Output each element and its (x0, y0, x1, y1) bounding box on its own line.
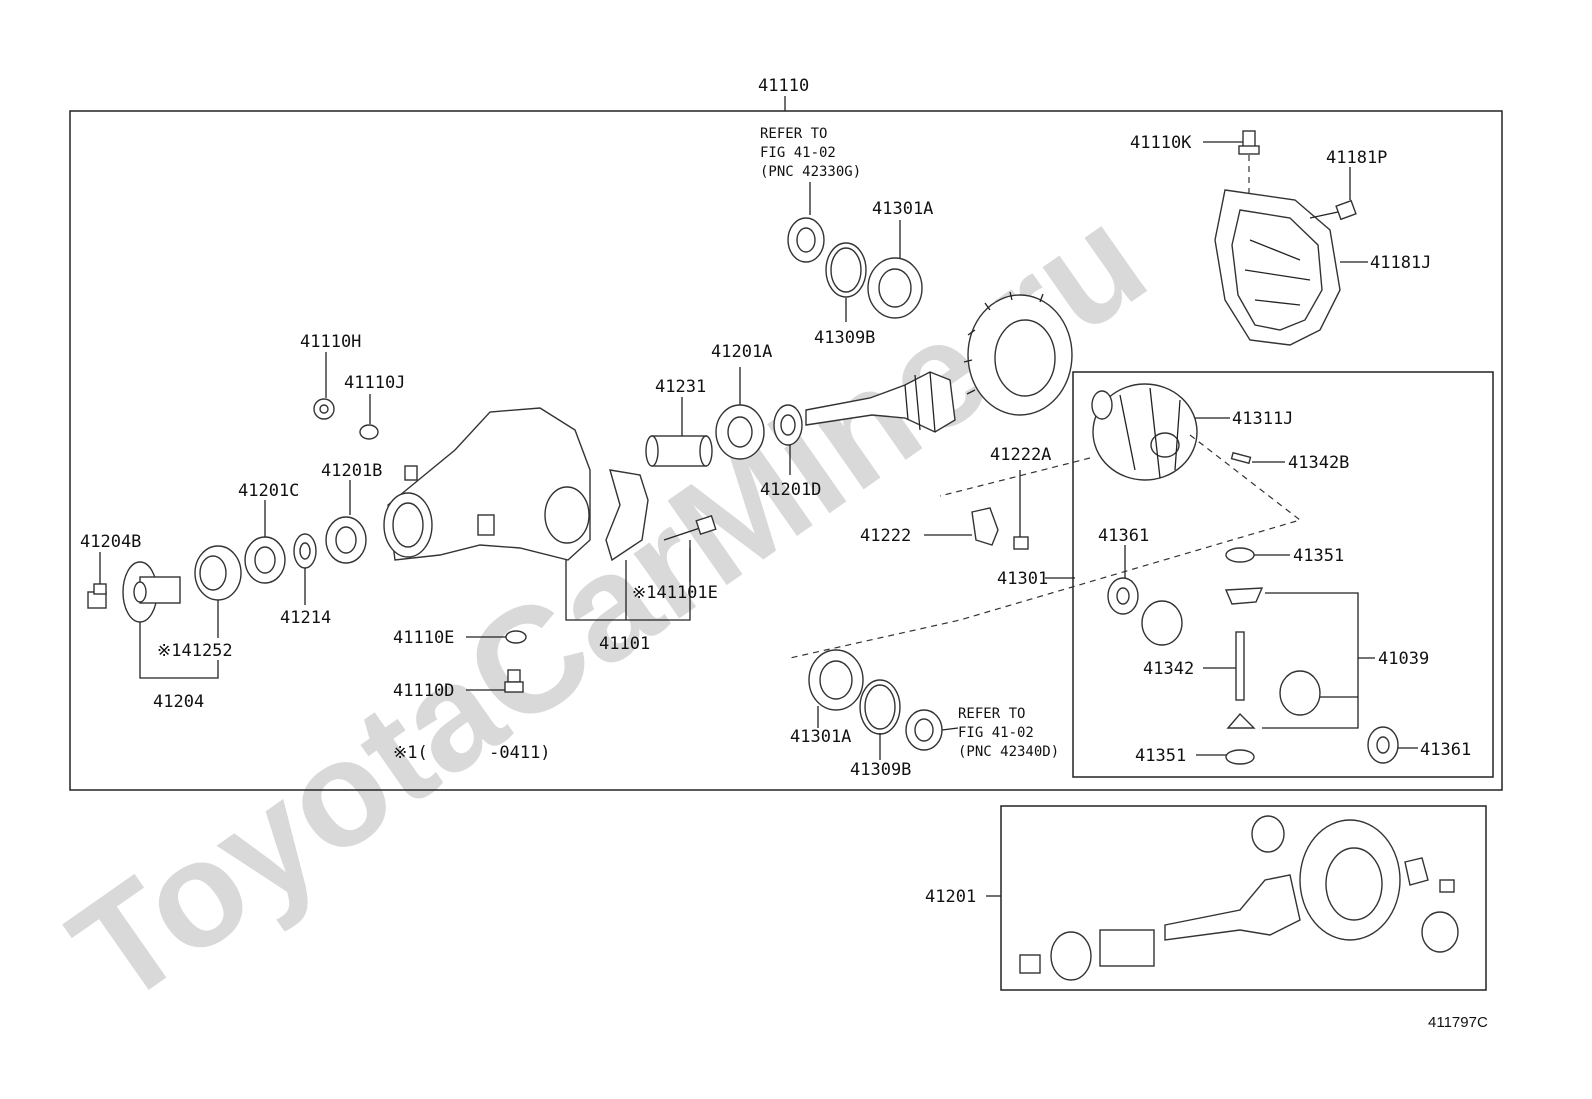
label-41204B: 41204B (80, 532, 141, 552)
part-41110E-gasket[interactable] (505, 630, 527, 644)
label-41201A: 41201A (711, 342, 772, 362)
label-41101E: ※141101E (632, 583, 718, 603)
part-41204-flange[interactable] (122, 561, 181, 623)
label-41342B: 41342B (1288, 453, 1349, 473)
diagram-code: 411797C (1428, 1014, 1488, 1031)
part-41110-carrier-housing[interactable] (383, 407, 591, 561)
label-41101: 41101 (599, 634, 650, 654)
label-41201C: 41201C (238, 481, 299, 501)
label-41201D: 41201D (760, 480, 821, 500)
label-41201: 41201 (925, 887, 976, 907)
part-drive-pinion[interactable] (805, 371, 956, 433)
part-41222-lock-plate[interactable] (971, 507, 999, 546)
label-41252: ※141252 (157, 641, 233, 661)
part-41301A-top[interactable] (867, 257, 923, 319)
part-side-gear-right[interactable] (1279, 670, 1321, 716)
part-41301A-bottom[interactable] (808, 649, 864, 711)
refer-bottom-line-2: FIG 41-02 (958, 725, 1034, 741)
differential-case-subframe (1072, 371, 1494, 778)
part-41101-bearing-cap[interactable] (605, 469, 649, 562)
label-41204: 41204 (153, 692, 204, 712)
label-41110K: 41110K (1130, 133, 1192, 153)
part-41222A-bolt[interactable] (1013, 536, 1029, 550)
gear-kit-frame (1000, 805, 1487, 991)
label-41351-bottom: 41351 (1135, 746, 1186, 766)
part-41110H-plug[interactable] (313, 398, 335, 420)
part-41361-thrust-washer-top[interactable] (1107, 577, 1139, 615)
refer-top-line-1: REFER TO (760, 126, 827, 142)
label-41361-top: 41361 (1098, 526, 1149, 546)
label-41222: 41222 (860, 526, 911, 546)
part-41351-washer-bottom[interactable] (1225, 749, 1255, 765)
refer-bottom-line-3: (PNC 42340D) (958, 744, 1059, 760)
label-41110E: 41110E (393, 628, 454, 648)
part-41204B-nut[interactable] (87, 583, 107, 609)
refer-bottom-line-1: REFER TO (958, 706, 1025, 722)
part-41214-washer[interactable] (293, 533, 317, 569)
label-41361-bottom: 41361 (1420, 740, 1471, 760)
label-41181J: 41181J (1370, 253, 1431, 273)
part-41201D-spacer[interactable] (773, 404, 803, 446)
main-assembly-frame (69, 110, 1503, 791)
label-41039: 41039 (1378, 649, 1429, 669)
label-41110J: 41110J (344, 373, 405, 393)
footnote: ※1( -0411) (393, 743, 551, 763)
part-pinion-gear-top[interactable] (1224, 587, 1264, 605)
part-41201-gear-kit[interactable] (1019, 815, 1459, 981)
label-41301: 41301 (997, 569, 1048, 589)
refer-top-line-3: (PNC 42330G) (760, 164, 861, 180)
label-41110H: 41110H (300, 332, 361, 352)
part-41231-spacer[interactable] (645, 435, 713, 467)
label-41181P: 41181P (1326, 148, 1387, 168)
label-41301A-bottom: 41301A (790, 727, 851, 747)
part-41201B-bearing[interactable] (325, 516, 367, 564)
part-41181J-cover[interactable] (1214, 189, 1341, 346)
label-41311J: 41311J (1232, 409, 1293, 429)
part-41309B-bottom[interactable] (859, 679, 901, 735)
part-41351-washer-top[interactable] (1225, 547, 1255, 563)
part-41342-shaft[interactable] (1235, 631, 1245, 701)
label-41110: 41110 (758, 76, 809, 96)
refer-top-line-2: FIG 41-02 (760, 145, 836, 161)
label-41110D: 41110D (393, 681, 454, 701)
part-41110D-plug[interactable] (504, 669, 524, 693)
label-41351-top: 41351 (1293, 546, 1344, 566)
part-41110J-gasket[interactable] (359, 424, 379, 440)
part-41309B-top[interactable] (825, 242, 867, 298)
label-41231: 41231 (655, 377, 706, 397)
label-41301A-top: 41301A (872, 199, 933, 219)
part-41361-thrust-washer-bottom[interactable] (1367, 726, 1399, 764)
part-41342B-pin[interactable] (1230, 451, 1252, 465)
part-41181P-bolt[interactable] (1309, 199, 1357, 221)
part-41201A-bearing[interactable] (715, 404, 765, 460)
label-41342: 41342 (1143, 659, 1194, 679)
part-41252-oil-seal[interactable] (194, 545, 242, 601)
part-41101E-bolt[interactable] (663, 514, 717, 541)
part-bearing-cup-top[interactable] (787, 217, 825, 263)
label-41222A: 41222A (990, 445, 1051, 465)
part-side-gear-left[interactable] (1141, 600, 1183, 646)
part-41201C-bearing[interactable] (244, 536, 286, 584)
label-41201B: 41201B (321, 461, 382, 481)
part-pinion-gear-bottom[interactable] (1226, 712, 1256, 729)
label-41309B-bottom: 41309B (850, 760, 911, 780)
part-ring-gear[interactable] (963, 291, 1073, 416)
label-41309B-top: 41309B (814, 328, 875, 348)
label-41214: 41214 (280, 608, 331, 628)
part-bearing-cup-bottom[interactable] (905, 709, 943, 751)
part-41311J-diff-case[interactable] (1091, 383, 1198, 481)
